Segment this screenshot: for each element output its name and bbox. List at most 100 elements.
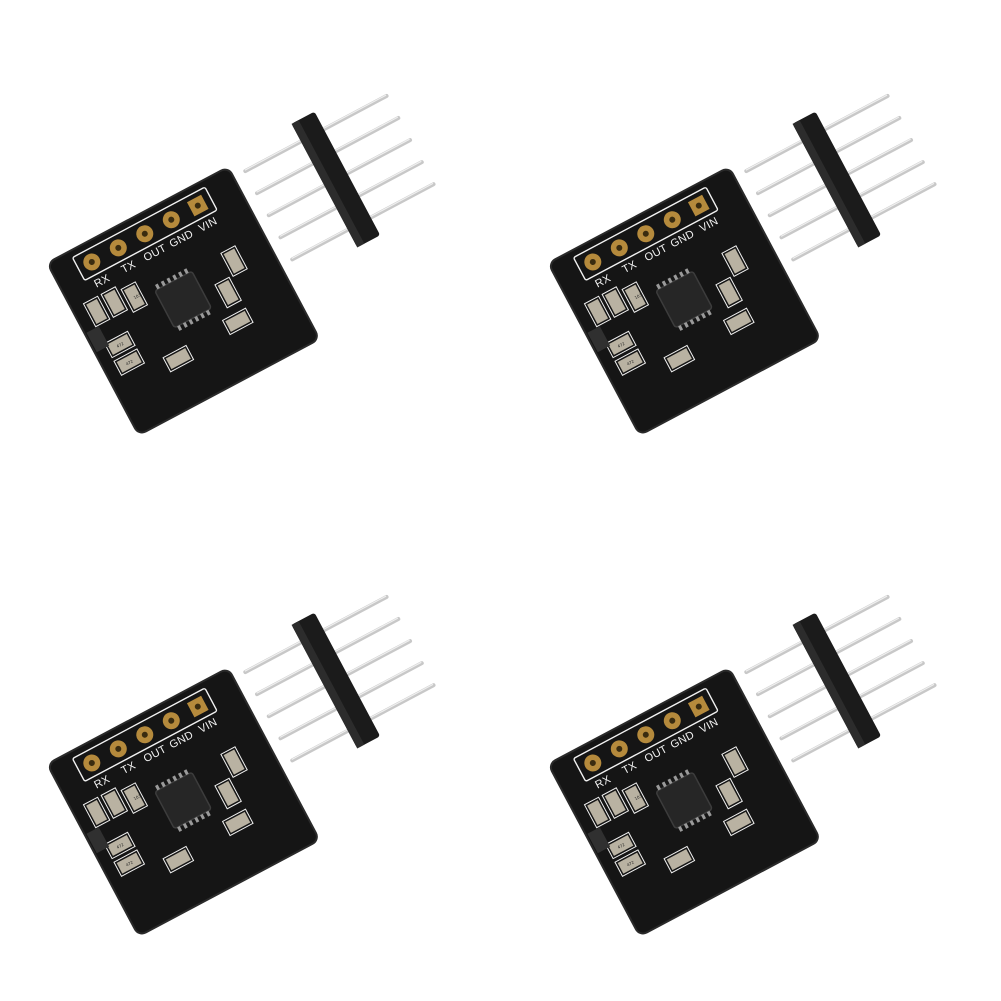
component-outline bbox=[663, 845, 696, 874]
chip-lead bbox=[188, 819, 194, 826]
smd-component bbox=[86, 799, 108, 826]
smd-component bbox=[666, 849, 692, 871]
smd-component bbox=[604, 790, 626, 816]
chip-lead bbox=[182, 322, 188, 328]
component-outline bbox=[221, 808, 254, 837]
component-outline bbox=[113, 849, 146, 877]
pcb-edge bbox=[48, 669, 318, 935]
component-outline bbox=[621, 782, 650, 815]
pad-row-outline bbox=[72, 187, 218, 281]
component-outline bbox=[113, 348, 146, 376]
component-outline bbox=[601, 787, 630, 820]
header-plastic-shade bbox=[792, 621, 866, 749]
smd-component bbox=[225, 310, 251, 332]
component-marking: 103 bbox=[133, 793, 142, 801]
chip-lead bbox=[160, 781, 166, 788]
pad-hole bbox=[642, 731, 649, 738]
sensor-chip bbox=[656, 772, 713, 829]
chip-lead bbox=[205, 810, 211, 817]
header-plastic-body bbox=[793, 112, 881, 247]
component-outline bbox=[220, 245, 248, 277]
chip-lead bbox=[684, 769, 690, 776]
component-marking: 472 bbox=[626, 358, 635, 366]
chip-lead bbox=[177, 772, 183, 779]
smd-component bbox=[587, 298, 609, 325]
sensor-chip bbox=[155, 772, 212, 829]
chip-lead bbox=[701, 813, 707, 820]
smd-component bbox=[666, 348, 692, 370]
chip-lead bbox=[701, 312, 707, 319]
smd-component bbox=[107, 834, 133, 856]
smd-component bbox=[718, 280, 740, 306]
pad-hole bbox=[115, 244, 122, 251]
pad-hole bbox=[695, 703, 702, 710]
chip-lead bbox=[166, 277, 172, 284]
component-marking: 472 bbox=[125, 859, 134, 867]
pad-hole bbox=[695, 202, 702, 209]
pad-hole bbox=[642, 230, 649, 237]
chip-lead bbox=[689, 819, 695, 826]
component-outline bbox=[721, 746, 749, 778]
smd-component bbox=[724, 749, 746, 775]
smd-component bbox=[123, 785, 145, 811]
header-plastic-body bbox=[793, 613, 881, 748]
component-outline bbox=[82, 796, 111, 829]
smd-component bbox=[608, 834, 634, 856]
component-marking: 472 bbox=[617, 341, 626, 349]
pad-hole bbox=[88, 258, 95, 265]
component-outline bbox=[100, 286, 129, 319]
side-component bbox=[86, 827, 110, 854]
chip-lead bbox=[194, 315, 200, 322]
chip-lead bbox=[673, 274, 679, 281]
chip-lead bbox=[667, 277, 673, 284]
pad-hole bbox=[669, 216, 676, 223]
pad-hole bbox=[589, 258, 596, 265]
smd-component bbox=[617, 852, 643, 874]
component-outline bbox=[721, 245, 749, 277]
pad-hole bbox=[141, 731, 148, 738]
chip-lead bbox=[706, 309, 712, 316]
chip-lead bbox=[166, 778, 172, 785]
chip-lead bbox=[194, 816, 200, 823]
side-component bbox=[587, 326, 611, 353]
chip-lead bbox=[183, 769, 189, 776]
side-component bbox=[587, 827, 611, 854]
smd-component bbox=[223, 749, 245, 775]
component-marking: 472 bbox=[626, 859, 635, 867]
component-outline bbox=[583, 796, 612, 829]
component-outline bbox=[614, 849, 647, 877]
component-marking: 103 bbox=[133, 292, 142, 300]
chip-lead bbox=[160, 280, 166, 287]
component-outline bbox=[604, 330, 637, 359]
component-outline bbox=[82, 295, 111, 328]
component-outline bbox=[221, 307, 254, 336]
smd-component bbox=[103, 790, 125, 816]
chip-lead bbox=[200, 813, 206, 820]
smd-component bbox=[103, 289, 125, 315]
header-plastic-body bbox=[292, 112, 380, 247]
smd-component bbox=[217, 280, 239, 306]
chip-lead bbox=[706, 810, 712, 817]
component-outline bbox=[100, 787, 129, 820]
chip-lead bbox=[183, 268, 189, 275]
pcb-edge bbox=[48, 168, 318, 434]
side-component bbox=[86, 326, 110, 353]
component-marking: 472 bbox=[116, 341, 125, 349]
smd-component bbox=[726, 310, 752, 332]
chip-lead bbox=[678, 772, 684, 779]
pad-hole bbox=[589, 759, 596, 766]
chip-lead bbox=[656, 283, 662, 290]
chip-lead bbox=[155, 283, 161, 290]
chip-lead bbox=[678, 271, 684, 278]
chip-lead bbox=[172, 775, 178, 782]
smd-component bbox=[587, 799, 609, 826]
component-outline bbox=[214, 276, 242, 309]
